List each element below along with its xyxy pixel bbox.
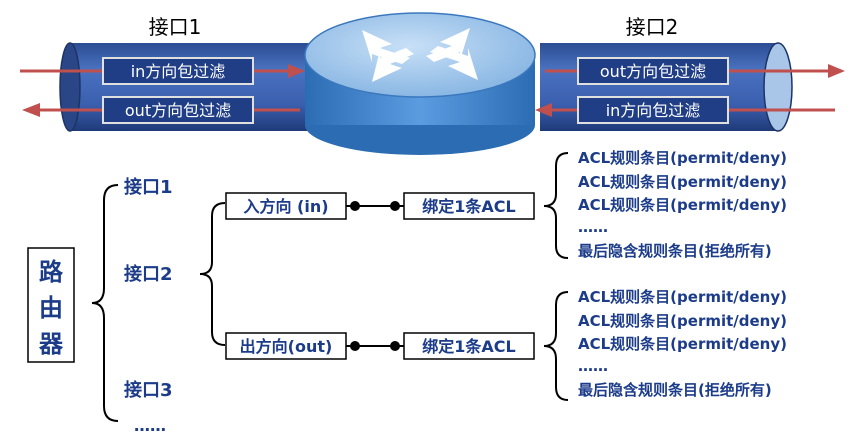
svg-text:in方向包过滤: in方向包过滤 [131, 62, 226, 81]
svg-text:绑定1条ACL: 绑定1条ACL [422, 197, 515, 216]
interface-item-more: …… [134, 416, 166, 435]
interface-item-2: 接口2 [124, 263, 173, 285]
rule-in-3: ACL规则条目(permit/deny) [578, 196, 787, 214]
svg-text:入方向 (in): 入方向 (in) [243, 197, 328, 216]
rules-out-brace [543, 291, 569, 401]
interface1-title: 接口1 [149, 15, 202, 39]
if2-out-filter-banner: out方向包过滤 [577, 57, 729, 85]
rule-in-1: ACL规则条目(permit/deny) [578, 149, 787, 167]
if1-out-filter-banner: out方向包过滤 [102, 96, 254, 124]
rules-out-list: ACL规则条目(permit/deny) ACL规则条目(permit/deny… [578, 288, 787, 399]
out-connector [346, 341, 404, 351]
router-icon [304, 12, 536, 155]
rules-in-brace [543, 152, 569, 259]
bind-acl-out-box: 绑定1条ACL [403, 332, 535, 360]
rule-in-more: …… [578, 218, 608, 236]
rule-out-more: …… [578, 357, 608, 375]
svg-text:出方向(out): 出方向(out) [240, 337, 333, 356]
bind-acl-in-box: 绑定1条ACL [403, 192, 535, 220]
interface2-title: 接口2 [626, 15, 679, 39]
if2-in-filter-banner: in方向包过滤 [577, 96, 729, 124]
rule-out-1: ACL规则条目(permit/deny) [578, 288, 787, 306]
router-char-3: 器 [38, 330, 64, 358]
svg-text:绑定1条ACL: 绑定1条ACL [422, 337, 515, 356]
router-label-box: 路 由 器 [27, 247, 75, 363]
interface-item-3: 接口3 [124, 379, 173, 401]
router-arrows-icon [362, 28, 478, 82]
interface-item-1: 接口1 [124, 176, 173, 198]
direction-in-box: 入方向 (in) [225, 192, 347, 220]
rule-out-implicit: 最后隐含规则条目(拒绝所有) [578, 381, 772, 399]
interfaces-brace [91, 184, 119, 422]
if1-in-filter-banner: in方向包过滤 [102, 57, 254, 85]
rule-out-2: ACL规则条目(permit/deny) [578, 312, 787, 330]
rules-in-list: ACL规则条目(permit/deny) ACL规则条目(permit/deny… [578, 149, 787, 260]
direction-out-box: 出方向(out) [225, 332, 347, 360]
in-connector [346, 201, 404, 211]
svg-text:out方向包过滤: out方向包过滤 [125, 101, 231, 120]
router-char-1: 路 [39, 258, 64, 286]
svg-text:in方向包过滤: in方向包过滤 [606, 101, 701, 120]
svg-text:out方向包过滤: out方向包过滤 [600, 62, 706, 81]
rule-out-3: ACL规则条目(permit/deny) [578, 335, 787, 353]
rule-in-implicit: 最后隐含规则条目(拒绝所有) [578, 242, 772, 260]
rule-in-2: ACL规则条目(permit/deny) [578, 173, 787, 191]
directions-brace [199, 202, 226, 346]
router-char-2: 由 [39, 294, 63, 322]
